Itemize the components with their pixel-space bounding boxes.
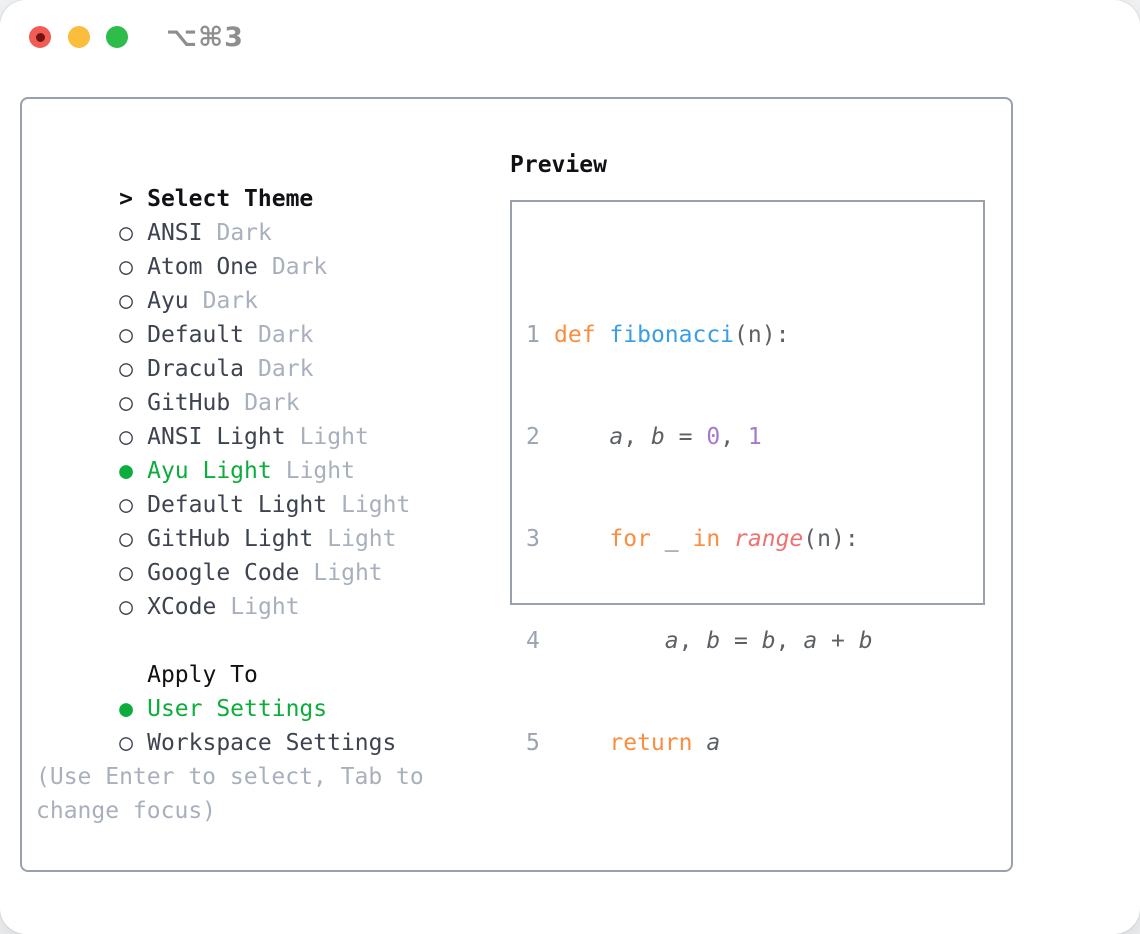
line-number: 1 [526, 930, 540, 934]
zoom-button[interactable] [106, 26, 128, 48]
theme-name: Default Light [147, 492, 328, 518]
theme-name: GitHub [147, 390, 231, 416]
code-preview: 1 def fibonacci(n): 2 a, b = 0, 1 3 for _… [526, 250, 956, 934]
minimize-button[interactable] [68, 26, 90, 48]
theme-option-ansi-dark[interactable]: ○ ANSI Dark [36, 182, 476, 246]
radio-selected-icon: ● [119, 696, 133, 722]
theme-variant-tag: Dark [202, 288, 259, 314]
theme-name: Ayu [147, 288, 189, 314]
radio-icon: ○ [119, 424, 133, 450]
radio-icon: ○ [119, 220, 133, 246]
code-line: 4 a, b = b, a + b [526, 624, 956, 658]
code-content: return a [609, 730, 721, 756]
theme-variant-tag: Light [230, 594, 300, 620]
theme-name: Default [147, 322, 245, 348]
theme-variant-tag: Dark [258, 356, 314, 382]
theme-list-header: > Select Theme [36, 148, 476, 212]
option-label: Workspace Settings [147, 730, 397, 756]
theme-name: Ayu Light [147, 458, 272, 484]
theme-name: ANSI Light [147, 424, 286, 450]
radio-icon: ○ [119, 594, 133, 620]
code-content: for _ in range(n): [609, 526, 859, 552]
keyboard-shortcut-label: ⌥⌘3 [166, 22, 244, 53]
code-content: a, b = b, a + b [664, 628, 873, 654]
radio-icon: ○ [119, 526, 133, 552]
radio-icon: ○ [119, 560, 133, 586]
titlebar: ⌥⌘3 [0, 0, 1140, 74]
apply-to-title: Apply To [147, 662, 258, 688]
radio-selected-icon: ● [119, 458, 133, 484]
radio-icon: ○ [119, 288, 133, 314]
theme-variant-tag: Light [327, 526, 397, 552]
radio-icon: ○ [119, 492, 133, 518]
line-number: 3 [526, 526, 540, 552]
theme-option-github-light[interactable]: ○ GitHub Light Light [36, 488, 476, 552]
theme-option-default-dark[interactable]: ○ Default Dark [36, 284, 476, 348]
line-number: 5 [526, 730, 540, 756]
theme-option-google-code-light[interactable]: ○ Google Code Light [36, 522, 476, 586]
theme-option-ansi-light[interactable]: ○ ANSI Light Light [36, 386, 476, 450]
theme-option-atom-one-dark[interactable]: ○ Atom One Dark [36, 216, 476, 280]
theme-variant-tag: Dark [258, 322, 314, 348]
theme-option-github-dark[interactable]: ○ GitHub Dark [36, 352, 476, 416]
theme-name: XCode [147, 594, 217, 620]
code-line: 2 a, b = 0, 1 [526, 420, 956, 454]
line-number: 2 [526, 424, 540, 450]
code-line: 5 return a [526, 726, 956, 760]
help-text: (Use Enter to select, Tab to change focu… [36, 764, 424, 824]
theme-option-default-light[interactable]: ○ Default Light Light [36, 454, 476, 518]
theme-option-dracula-dark[interactable]: ○ Dracula Dark [36, 318, 476, 382]
theme-variant-tag: Dark [244, 390, 300, 416]
theme-list-title: Select Theme [147, 186, 314, 212]
spacer [526, 828, 956, 862]
code-content: def fibonacci(n): [554, 322, 790, 348]
radio-icon: ○ [119, 254, 133, 280]
theme-option-xcode-light[interactable]: ○ XCode Light [36, 556, 476, 620]
apply-to-option-workspace-settings[interactable]: ○ Workspace Settings [36, 692, 476, 756]
radio-icon: ○ [119, 356, 133, 382]
theme-name: GitHub Light [147, 526, 314, 552]
code-content: a, b = 0, 1 [609, 424, 762, 450]
diff-context-line: 1 This is a context line. [526, 930, 956, 934]
theme-variant-tag: Light [341, 492, 411, 518]
theme-variant-tag: Dark [271, 254, 328, 280]
radio-icon: ○ [119, 730, 133, 756]
line-number: 4 [526, 628, 540, 654]
theme-variant-tag: Light [285, 458, 355, 484]
theme-option-ayu-light[interactable]: ● Ayu Light Light [36, 420, 476, 484]
apply-to-option-user-settings[interactable]: ● User Settings [36, 658, 476, 722]
preview-pane: 1 def fibonacci(n): 2 a, b = 0, 1 3 for _… [510, 200, 985, 756]
code-line: 1 def fibonacci(n): [526, 318, 956, 352]
radio-icon: ○ [119, 390, 133, 416]
option-label: User Settings [147, 696, 328, 722]
theme-name: ANSI [147, 220, 203, 246]
preview-title: Preview [510, 152, 607, 178]
theme-variant-tag: Light [313, 560, 383, 586]
line-number: 1 [526, 322, 540, 348]
prompt-icon: > [119, 186, 133, 212]
theme-option-ayu-dark[interactable]: ○ Ayu Dark [36, 250, 476, 314]
theme-variant-tag: Dark [216, 220, 272, 246]
code-line: 3 for _ in range(n): [526, 522, 956, 556]
theme-name: Dracula [147, 356, 245, 382]
radio-icon: ○ [119, 322, 133, 348]
theme-variant-tag: Light [299, 424, 369, 450]
apply-to-header: Apply To [36, 624, 476, 688]
close-button[interactable] [29, 26, 51, 48]
theme-name: Atom One [147, 254, 258, 280]
theme-name: Google Code [147, 560, 300, 586]
